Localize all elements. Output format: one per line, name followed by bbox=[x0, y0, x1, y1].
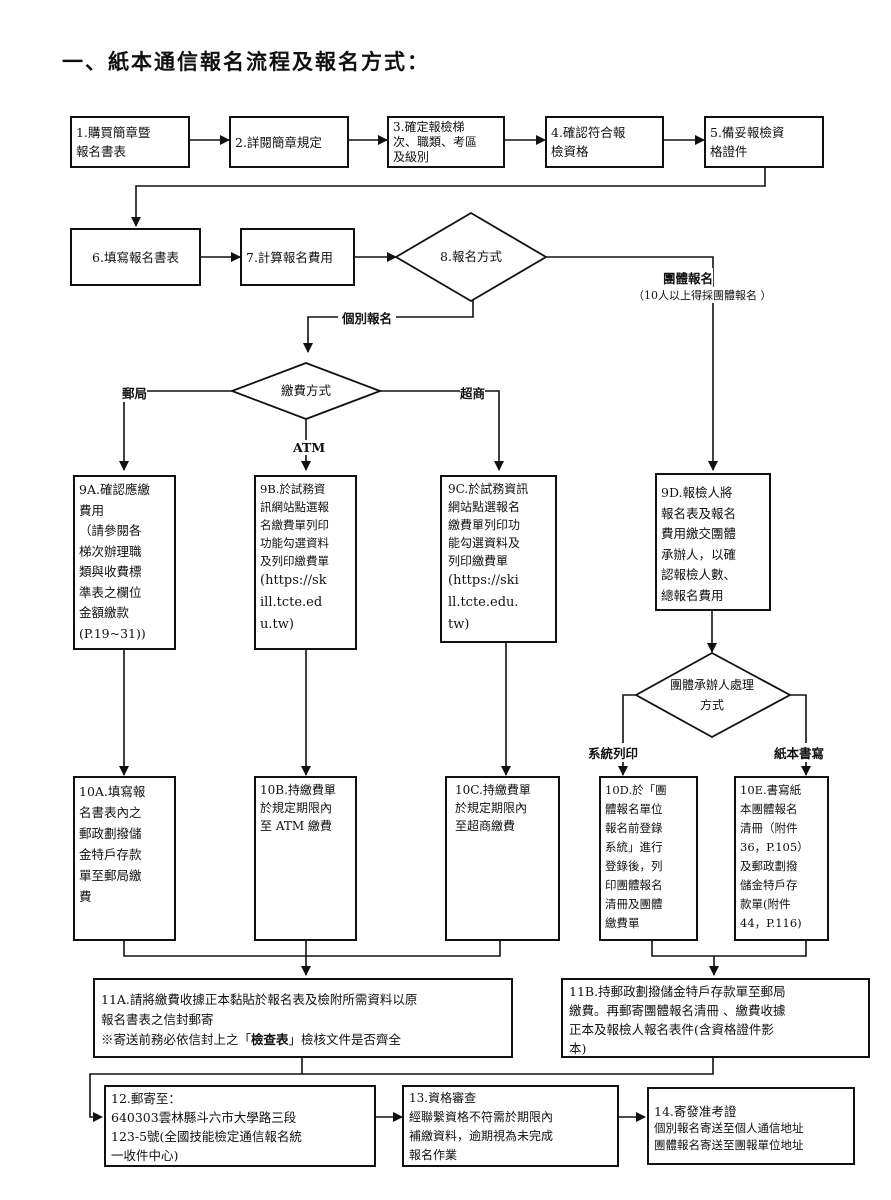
branch-paper-write-label: 紙本書寫 bbox=[774, 743, 825, 762]
step-1-box: 1.購買簡章暨 報名書表 bbox=[70, 116, 190, 168]
decision-registration-method bbox=[394, 211, 548, 303]
decision-payment-method bbox=[229, 362, 383, 420]
arrow-pay-post bbox=[119, 390, 232, 471]
branch-system-print-label: 系統列印 bbox=[588, 743, 639, 762]
decision-payment-method-label: 繳費方式 bbox=[280, 383, 331, 398]
step-12-box: 12.郵寄至： 640303雲林縣斗六市大學路三段 123-5號(全國技能檢定通… bbox=[104, 1085, 376, 1167]
arrow-group-system bbox=[618, 694, 636, 776]
checklist-keyword: 檢查表 bbox=[251, 1032, 289, 1047]
step-2-box: 2.詳閱簡章規定 bbox=[229, 116, 349, 168]
arrow-8-group bbox=[546, 256, 718, 471]
page-title: 一、紙本通信報名流程及報名方式： bbox=[62, 49, 430, 74]
step-13-box: 13.資格審查 經聯繫資格不符需於期限內 補繳資料，逾期視為未完成 報名作業 bbox=[402, 1085, 619, 1167]
arrow-11-12 bbox=[89, 1073, 302, 1122]
step-14-box: 14.寄發准考證 個別報名寄送至個人通信地址 團體報名寄送至團報單位地址 bbox=[647, 1087, 855, 1165]
step-11b-box: 11B.持郵政劃撥儲金特戶存款單至郵局 繳費。再郵寄團體報名清冊 、繳費收據 正… bbox=[561, 978, 870, 1058]
step-11a-box: 11A.請將繳費收據正本黏貼於報名表及檢附所需資料以原 報名書表之信封郵寄 ※寄… bbox=[93, 978, 513, 1058]
decision-registration-method-label: 8.報名方式 bbox=[440, 249, 502, 264]
checklist-reminder: ※寄送前務必依信封上之「檢查表」檢核文件是否齊全 bbox=[101, 1032, 402, 1047]
step-9c-box: 9C.於試務資訊 網站點選報名 繳費單列印功 能勾選資料及 列印繳費單 (htt… bbox=[440, 475, 557, 643]
branch-atm-label: ATM bbox=[293, 440, 326, 455]
arrow-5-6 bbox=[131, 167, 766, 227]
branch-convenience-store-label: 超商 bbox=[460, 383, 486, 402]
step-9a-box: 9A.確認應繳 費用 （請參閱各 梯次辦理職 類與收費標 準表之欄位 金額繳款 … bbox=[73, 475, 176, 650]
group-registration-label: 團體報名 bbox=[663, 268, 714, 287]
step-5-box: 5.備妥報檢資 格證件 bbox=[704, 116, 824, 168]
step-6-box: 6.填寫報名書表 bbox=[70, 228, 201, 286]
step-7-box: 7.計算報名費用 bbox=[240, 228, 355, 286]
step-9b-box: 9B.於試務資 訊網站點選報 名繳費單列印 功能勾選資料 及列印繳費單 (htt… bbox=[254, 475, 357, 650]
step-4-box: 4.確認符合報 檢資格 bbox=[545, 116, 664, 168]
arrow-pay-store bbox=[380, 390, 504, 471]
group-registration-note: （10人以上得採團體報名 ） bbox=[633, 287, 772, 303]
decision-group-handling-label: 團體承辦人處理 方式 bbox=[669, 678, 754, 712]
step-10b-box: 10B.持繳費單 於規定期限內 至 ATM 繳費 bbox=[254, 776, 357, 941]
arrow-group-paper bbox=[790, 694, 811, 776]
step-10d-box: 10D.於「團 體報名單位 報名前登錄 系統」進行 登錄後，列 印團體報名 清冊… bbox=[599, 776, 698, 941]
individual-registration-label: 個別報名 bbox=[338, 308, 397, 327]
step-3-box: 3.確定報檢梯 次、職類、考區 及級別 bbox=[387, 116, 505, 168]
decision-group-handling bbox=[634, 651, 792, 739]
step-10a-box: 10A.填寫報 名書表內之 郵政劃撥儲 金特戶存款 單至郵局繳 費 bbox=[73, 776, 176, 941]
branch-post-office-label: 郵局 bbox=[122, 383, 148, 402]
step-10e-box: 10E.書寫紙 本團體報名 清冊（附件 36，P.105） 及郵政劃撥 儲金特戶… bbox=[734, 776, 829, 941]
step-9d-box: 9D.報檢人將 報名表及報名 費用繳交團體 承辦人，以確 認報檢人數、 總報名費… bbox=[655, 473, 771, 611]
step-10c-box: 10C.持繳費單 於規定期限內 至超商繳費 bbox=[445, 776, 560, 941]
